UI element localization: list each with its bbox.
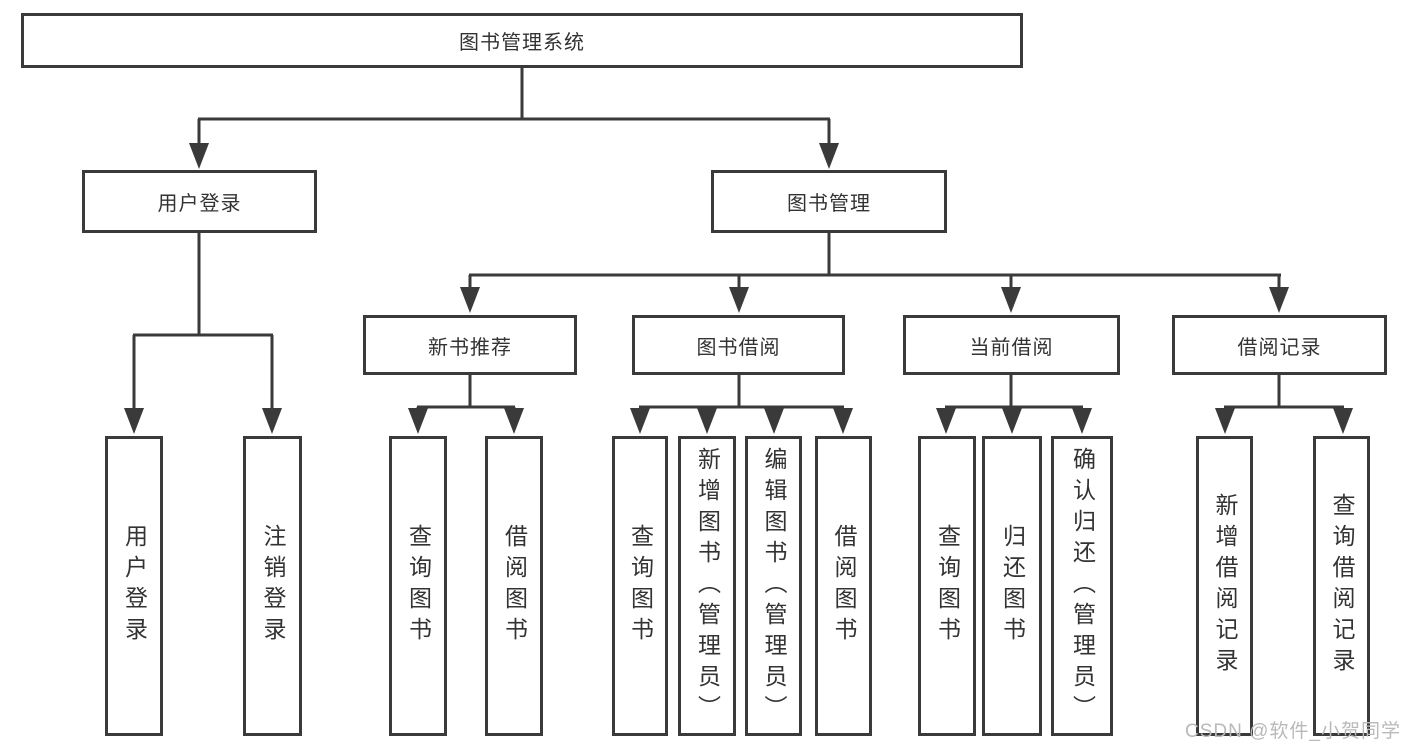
leaf-query-books-current: 查询图书 xyxy=(918,436,976,736)
connector-borrow-records-children xyxy=(1215,375,1353,434)
leaf-borrow-books: 借阅图书 xyxy=(815,436,872,736)
node-borrow-records: 借阅记录 xyxy=(1172,315,1387,375)
node-library-management-system: 图书管理系统 xyxy=(21,13,1023,68)
node-book-borrow: 图书借阅 xyxy=(632,315,845,375)
node-book-management: 图书管理 xyxy=(711,170,947,233)
leaf-edit-books-admin: 编辑图书（管理员） xyxy=(745,436,802,736)
leaf-user-login: 用户登录 xyxy=(105,436,163,736)
node-user-login: 用户登录 xyxy=(82,170,317,233)
connector-root-to-level2 xyxy=(189,68,839,169)
node-new-book-recommend: 新书推荐 xyxy=(363,315,577,375)
connector-book-management-children xyxy=(460,233,1289,313)
connector-current-borrow-children xyxy=(936,375,1092,434)
node-current-borrow: 当前借阅 xyxy=(903,315,1120,375)
connector-user-login-children xyxy=(124,233,282,434)
leaf-confirm-return-admin: 确认归还（管理员） xyxy=(1051,436,1113,736)
leaf-borrow-books-recommend: 借阅图书 xyxy=(485,436,543,736)
leaf-return-books: 归还图书 xyxy=(982,436,1042,736)
connector-new-book-recommend-children xyxy=(408,375,524,434)
leaf-query-borrow-record: 查询借阅记录 xyxy=(1313,436,1370,736)
connector-book-borrow-children xyxy=(630,375,853,434)
leaf-logout: 注销登录 xyxy=(243,436,302,736)
leaf-query-books-borrow: 查询图书 xyxy=(612,436,668,736)
csdn-watermark: CSDN @软件_小贺同学 xyxy=(1185,721,1401,742)
leaf-add-books-admin: 新增图书（管理员） xyxy=(678,436,736,736)
leaf-add-borrow-record: 新增借阅记录 xyxy=(1196,436,1253,736)
leaf-query-books-recommend: 查询图书 xyxy=(389,436,447,736)
